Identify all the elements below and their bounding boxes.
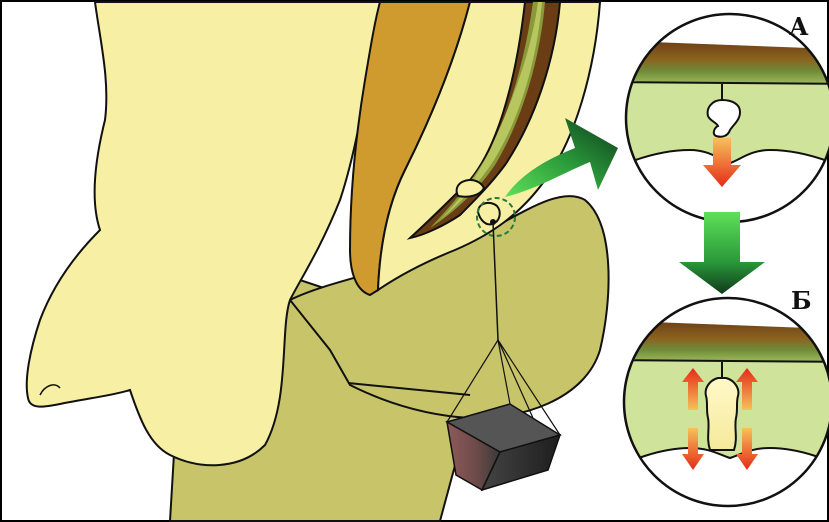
panel-label-a: А [789,12,809,41]
detail-a [600,10,829,230]
weight-block [447,404,560,490]
transition-arrow [679,212,765,294]
panel-label-b: Б [791,286,812,315]
detail-b [600,295,829,510]
